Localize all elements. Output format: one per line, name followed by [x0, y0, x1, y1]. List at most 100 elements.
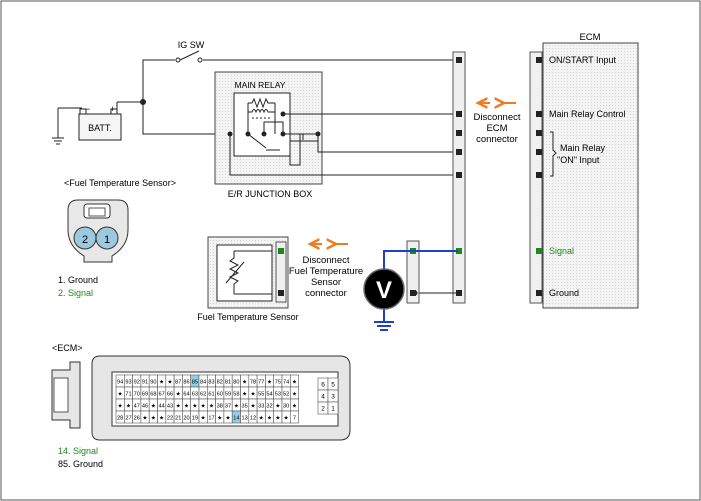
ecm-pin-label: 61: [208, 392, 214, 398]
ecm-pin-label: 60: [217, 392, 223, 398]
ecm-pin-label: ★: [250, 391, 255, 398]
ecm-pin-label: 20: [183, 416, 189, 422]
ecm-disconnect-connector: [452, 51, 466, 304]
ecm-pin-label: 22: [167, 416, 173, 422]
ecm-pin-label: 52: [283, 392, 289, 398]
ecm-pin-label: ★: [159, 415, 164, 422]
ecm-pin-label: 27: [125, 416, 131, 422]
ecm-pin-label: 62: [200, 392, 206, 398]
ecm-pin-label: 21: [175, 416, 181, 422]
ecm-main-relay-on-line1: Main Relay: [560, 143, 606, 153]
ecm-pin-label: ★: [267, 379, 272, 386]
ecm-pin-label: ★: [217, 415, 222, 422]
fts-pin-1: 1: [104, 234, 110, 246]
ecm-pin-label: ★: [126, 403, 131, 410]
fts-connector-header: <Fuel Temperature Sensor>: [64, 178, 176, 188]
ecm-aux-pin-label: 6: [321, 382, 325, 389]
ecm-pin-label: 63: [192, 392, 198, 398]
ecm-pin-label: ★: [176, 403, 181, 410]
ecm-pin-label: 30: [283, 404, 289, 410]
ecm-aux-pin-label: 2: [321, 406, 325, 413]
ecm-pin-label: 55: [258, 392, 264, 398]
ecm-pin-label: 46: [142, 404, 148, 410]
ecm-pin-label: 82: [217, 380, 223, 386]
ecm-pin-label: 28: [117, 416, 123, 422]
ecm-aux-pin-label: 1: [331, 406, 335, 413]
voltmeter-label: V: [376, 277, 392, 304]
ecm-signal: Signal: [549, 246, 574, 256]
fts-pin-2: 2: [82, 234, 88, 246]
ecm-pin-label: 14: [233, 416, 239, 422]
ecm-pin-label: ★: [226, 415, 231, 422]
ecm-pin-label: ★: [176, 391, 181, 398]
ecm-aux-pin-cell: [327, 401, 339, 415]
ecm-pin-label: ★: [201, 403, 206, 410]
ecm-pin-label: ★: [209, 403, 214, 410]
ecm-pin-label: ★: [151, 403, 156, 410]
ecm-legend-signal: 14. Signal: [58, 446, 98, 456]
ig-sw-label: IG SW: [178, 40, 205, 50]
ecm-pin-label: 33: [258, 404, 264, 410]
ecm-pin-label: ★: [275, 403, 280, 410]
fuel-temperature-sensor: [207, 236, 289, 309]
ecm-pin-label: 69: [142, 392, 148, 398]
ecm-pin-label: 38: [217, 404, 223, 410]
ecm-pin-label: ★: [151, 415, 156, 422]
ecm-pin-label: ★: [167, 379, 172, 386]
ecm-pin-label: ★: [234, 403, 239, 410]
ecm-pin-label: ★: [192, 403, 197, 410]
ecm-pin-label: ★: [250, 403, 255, 410]
ecm-pin-label: 91: [142, 380, 148, 386]
disconnect-ecm-line1: Disconnect: [474, 112, 521, 123]
ecm-pin-label: 12: [250, 416, 256, 422]
ecm-pin-label: 26: [134, 416, 140, 422]
ecm-aux-pin-label: 5: [331, 382, 335, 389]
disconnect-fts-line4: connector: [305, 288, 347, 299]
ecm-pin-label: 87: [175, 380, 181, 386]
ecm-pin-label: 80: [233, 380, 239, 386]
ecm-pin-label: 85: [192, 380, 198, 386]
ecm-pin-label: 35: [242, 404, 248, 410]
fts-label: Fuel Temperature Sensor: [197, 312, 298, 322]
ecm-pin-label: ★: [143, 415, 148, 422]
ecm-pin-label: 84: [200, 380, 206, 386]
ecm-pin-label: 67: [159, 392, 165, 398]
main-relay-label: MAIN RELAY: [235, 80, 286, 90]
ecm-pin-label: 94: [117, 380, 123, 386]
ecm-block: ECM: [529, 32, 639, 309]
ecm-pin-label: 68: [150, 392, 156, 398]
disconnect-ecm-line2: ECM: [486, 123, 507, 134]
main-relay: MAIN RELAY: [227, 80, 321, 157]
ecm-pin-label: ★: [292, 391, 297, 398]
relay-wiring: [229, 113, 458, 176]
disconnect-fts-line1: Disconnect: [303, 255, 350, 266]
ecm-pin-label: 93: [125, 380, 131, 386]
ecm-pin-label: ★: [267, 415, 272, 422]
ecm-pin-label: ★: [118, 403, 123, 410]
ecm-pin-label: 58: [233, 392, 239, 398]
battery: − + BATT.: [52, 101, 143, 145]
ecm-pin-label: ★: [259, 415, 264, 422]
fts-connector-face: [67, 199, 129, 263]
ecm-pin-label: 59: [225, 392, 231, 398]
battery-label: BATT.: [88, 123, 112, 133]
ecm-pin-label: ★: [275, 415, 280, 422]
svg-text:+: +: [110, 104, 115, 114]
supply-wiring: [140, 59, 458, 135]
ecm-pin-label: 77: [258, 380, 264, 386]
ecm-pin-label: ★: [159, 379, 164, 386]
ecm-main-relay-on-line2: "ON" Input: [557, 155, 600, 165]
ecm-pin-label: ★: [292, 403, 297, 410]
ecm-aux-pin-label: 4: [321, 394, 325, 401]
ecm-pin-label: 7: [293, 416, 296, 422]
ecm-pin-label: ★: [284, 415, 289, 422]
ecm-pin-label: 83: [208, 380, 214, 386]
ecm-pin-label: 90: [150, 380, 156, 386]
ecm-pin-label: ★: [201, 415, 206, 422]
ecm-pin-label: ★: [292, 379, 297, 386]
sensor-wiring: [419, 250, 458, 294]
ecm-pin-label: 81: [225, 380, 231, 386]
